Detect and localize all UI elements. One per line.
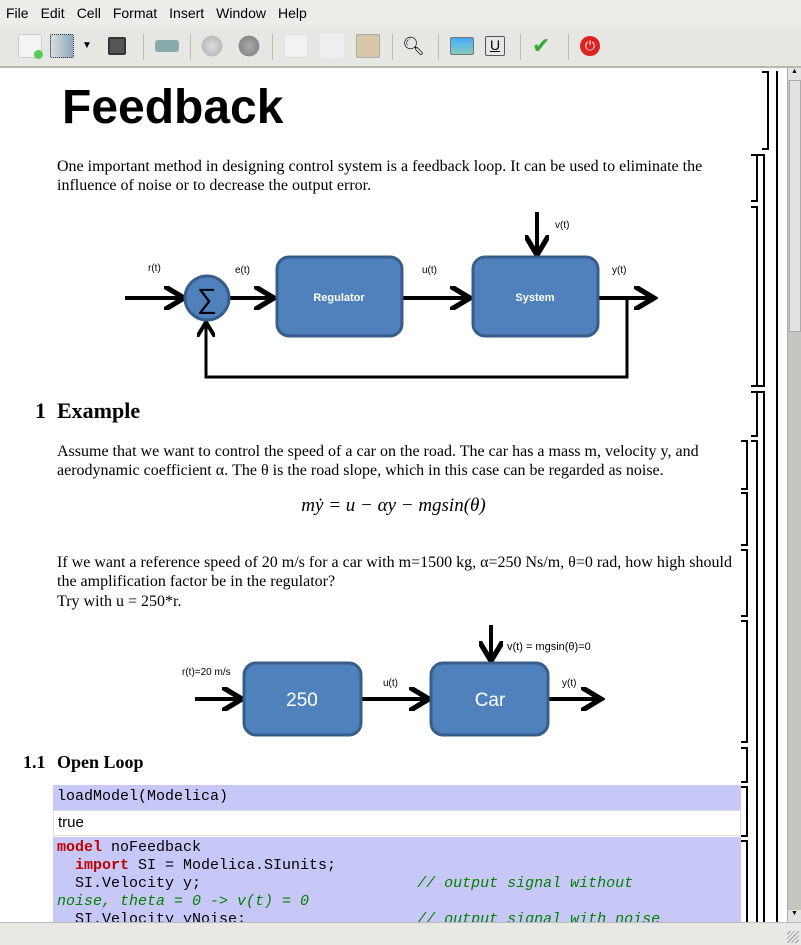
resize-grip-icon[interactable]	[787, 931, 799, 943]
car-label: Car	[475, 690, 506, 711]
keyword: model	[57, 839, 103, 856]
subsection-title: Open Loop	[57, 752, 144, 772]
intro-text: One important method in designing contro…	[57, 158, 703, 194]
feedback-block-diagram: ∑ Regulator System r(t) e(t) u(t) v(t) y…	[125, 212, 720, 379]
cell-bracket[interactable]	[751, 440, 758, 922]
keyword: import	[57, 857, 130, 874]
code-text: SI.Velocity y;	[57, 875, 418, 892]
feedback-path	[206, 298, 629, 379]
input-cell-loadmodel[interactable]: loadModel(Modelica)	[53, 785, 741, 810]
page-title: Feedback	[62, 81, 284, 134]
question-text: If we want a reference speed of 20 m/s f…	[57, 554, 732, 590]
system-block	[471, 255, 600, 338]
scroll-up-button[interactable]: ▲	[788, 68, 801, 80]
quit-power-icon[interactable]: ⏻	[580, 36, 600, 56]
sum-symbol: ∑	[197, 283, 217, 314]
example-text: Assume that we want to control the speed…	[57, 443, 699, 479]
search-icon[interactable]: 🔍︎	[402, 36, 425, 56]
cell-bracket[interactable]	[741, 786, 748, 837]
label-e: e(t)	[235, 265, 250, 276]
cell-bracket[interactable]	[741, 492, 748, 546]
image-icon[interactable]	[450, 37, 474, 55]
section-number: 1	[35, 398, 46, 423]
undo-icon[interactable]	[200, 34, 224, 58]
save-icon[interactable]	[108, 37, 126, 55]
new-document-icon[interactable]	[18, 34, 43, 59]
menu-insert[interactable]: Insert	[169, 5, 205, 21]
copy-icon[interactable]	[320, 34, 344, 58]
section-title: Example	[57, 398, 141, 423]
underline-icon[interactable]: U	[485, 36, 505, 56]
menu-bar: File Edit Cell Format Insert Window Help	[0, 0, 801, 26]
cell-bracket[interactable]	[741, 440, 748, 490]
label-r: r(t)	[148, 263, 161, 274]
equation: mẏ = u − αy − mgsin(θ)	[301, 495, 486, 516]
menu-format[interactable]: Format	[112, 5, 158, 21]
code-text: noFeedback	[102, 839, 202, 856]
scroll-down-button[interactable]: ▼	[788, 910, 801, 922]
comment: // output signal with noise	[417, 911, 661, 922]
dropdown-arrow-icon[interactable]: ▼	[82, 40, 92, 51]
comment: // output signal without	[417, 875, 634, 892]
gain-block	[242, 661, 363, 737]
cell-bracket[interactable]	[762, 71, 769, 150]
status-bar	[0, 922, 801, 945]
sum-junction	[183, 274, 231, 322]
scrollbar-thumb[interactable]	[789, 80, 801, 332]
cell-bracket[interactable]	[751, 154, 758, 202]
label-y: y(t)	[612, 265, 626, 276]
cell-bracket[interactable]	[741, 549, 748, 617]
menu-help[interactable]: Help	[277, 5, 307, 21]
label-y: y(t)	[562, 678, 576, 689]
code-text: SI = Modelica.SIunits;	[129, 857, 337, 874]
open-loop-block-diagram: 250 Car r(t)=20 m/s u(t) y(t) v(t) = mgs…	[182, 625, 720, 737]
output-cell-result: true	[53, 810, 741, 836]
regulator-label: Regulator	[313, 292, 365, 304]
regulator-block	[275, 255, 404, 338]
cell-bracket[interactable]	[741, 747, 748, 783]
input-cell-model-code[interactable]: model noFeedback import SI = Modelica.SI…	[53, 837, 741, 922]
try-text: Try with u = 250*r.	[57, 593, 182, 610]
paste-icon[interactable]	[356, 34, 380, 58]
label-v: v(t) = mgsin(θ)=0	[507, 641, 591, 653]
evaluate-check-icon[interactable]: ✔	[532, 33, 551, 58]
system-label: System	[515, 292, 554, 304]
cell-bracket[interactable]	[776, 71, 778, 922]
comment: noise, theta = 0 -> v(t) = 0	[57, 893, 310, 910]
subsection-number: 1.1	[23, 752, 46, 772]
open-folder-icon[interactable]	[50, 34, 74, 58]
cell-bracket[interactable]	[751, 206, 758, 387]
cut-icon[interactable]	[284, 34, 308, 58]
gain-label: 250	[286, 690, 318, 711]
label-u: u(t)	[422, 265, 437, 276]
label-v: v(t)	[555, 220, 569, 231]
print-icon[interactable]	[155, 40, 179, 52]
label-r: r(t)=20 m/s	[182, 667, 231, 678]
toolbar: ▼ 🔍︎ U ✔ ⏻	[0, 26, 801, 68]
redo-icon[interactable]	[237, 34, 261, 58]
menu-file[interactable]: File	[6, 5, 29, 21]
menu-edit[interactable]: Edit	[40, 5, 65, 21]
notebook-document: Feedback One important method in designi…	[0, 68, 787, 922]
menu-window[interactable]: Window	[216, 5, 266, 21]
menu-cell[interactable]: Cell	[76, 5, 101, 21]
cell-bracket[interactable]	[758, 154, 765, 387]
cell-bracket[interactable]	[741, 620, 748, 743]
label-u: u(t)	[383, 678, 398, 689]
car-block	[429, 661, 550, 737]
cell-bracket[interactable]	[751, 391, 758, 437]
cell-bracket[interactable]	[758, 391, 765, 922]
vertical-scrollbar[interactable]: ▲ ▼	[787, 68, 801, 922]
code-text: SI.Velocity yNoise;	[57, 911, 418, 922]
cell-bracket[interactable]	[741, 840, 748, 922]
